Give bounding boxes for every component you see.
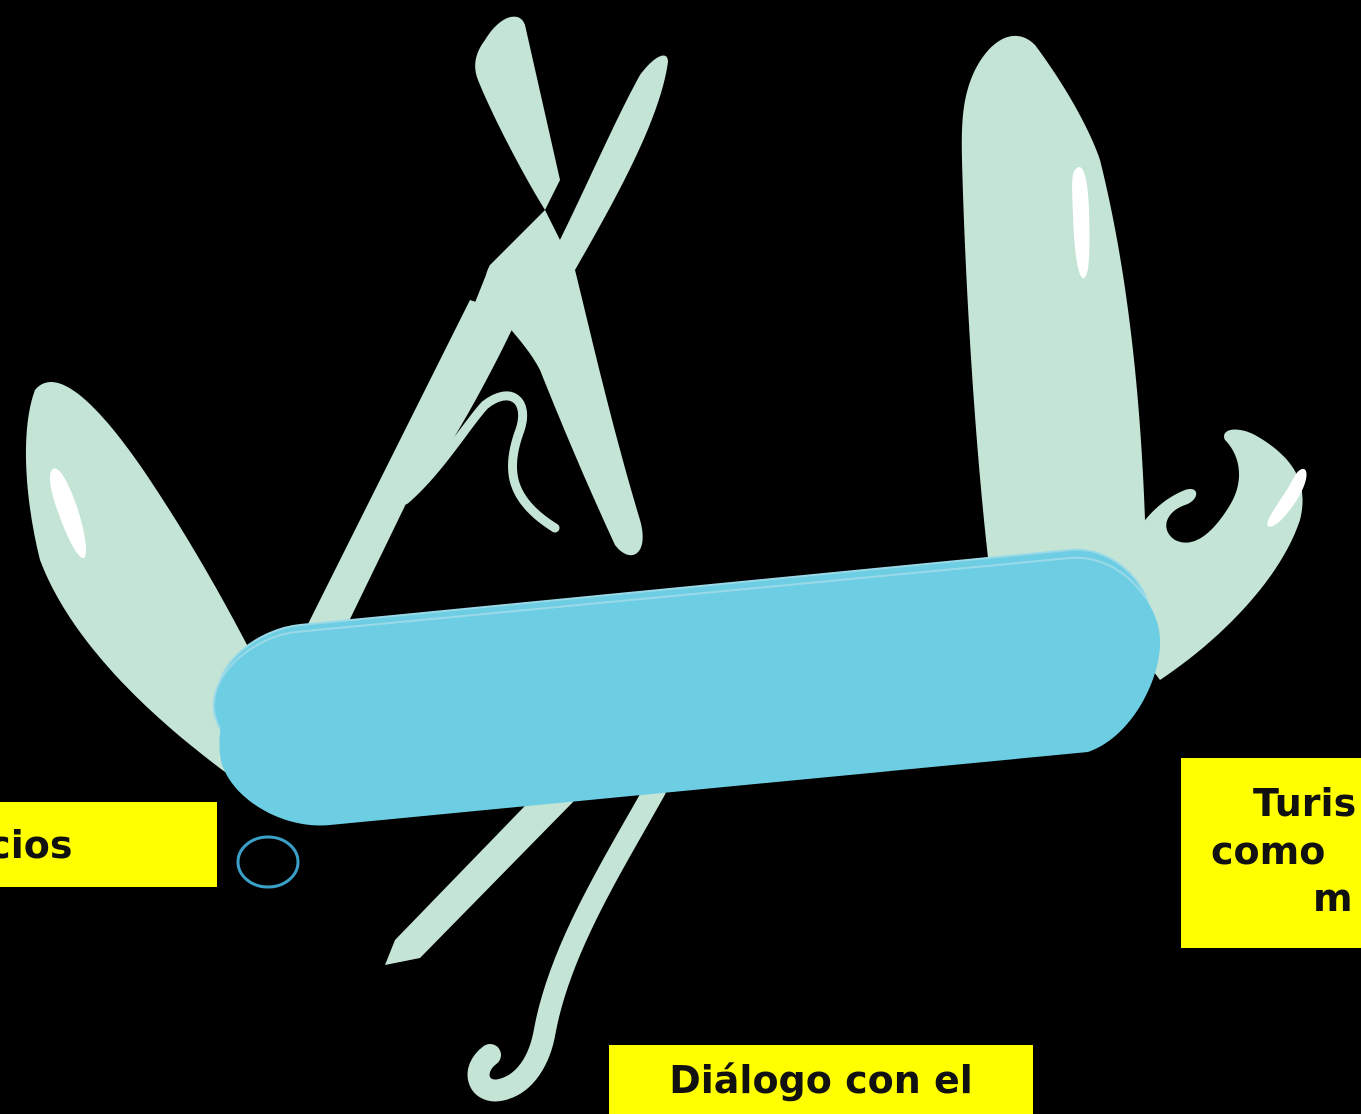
label-right-line-3: m	[1313, 876, 1353, 920]
left-blade	[25, 382, 266, 790]
left-blade-highlight	[50, 468, 86, 559]
label-right-line-2: como	[1211, 828, 1326, 873]
right-blade-highlight	[1072, 166, 1090, 279]
corkscrew-hook	[400, 391, 560, 533]
swiss-army-knife-icon	[25, 16, 1307, 1102]
bottom-hook	[467, 779, 666, 1102]
knife-handle	[219, 565, 1161, 826]
bottle-opener	[1120, 429, 1303, 680]
scissors-handle-left	[395, 265, 530, 500]
bottom-awl	[385, 780, 575, 965]
label-left-text: ficios	[0, 823, 73, 867]
right-blade	[961, 35, 1145, 591]
key-ring	[236, 835, 300, 889]
label-left: ficios	[0, 802, 217, 887]
label-right: Turis como m	[1181, 758, 1361, 948]
label-bottom-text: Diálogo con el	[669, 1058, 973, 1102]
bottle-opener-highlight	[1267, 468, 1307, 527]
scissors-handle	[485, 210, 643, 556]
label-bottom: Diálogo con el	[609, 1045, 1033, 1114]
scissors-left-blade	[475, 16, 560, 210]
label-right-line-1: Turis	[1253, 781, 1357, 825]
scissors-right-blade	[555, 55, 668, 270]
